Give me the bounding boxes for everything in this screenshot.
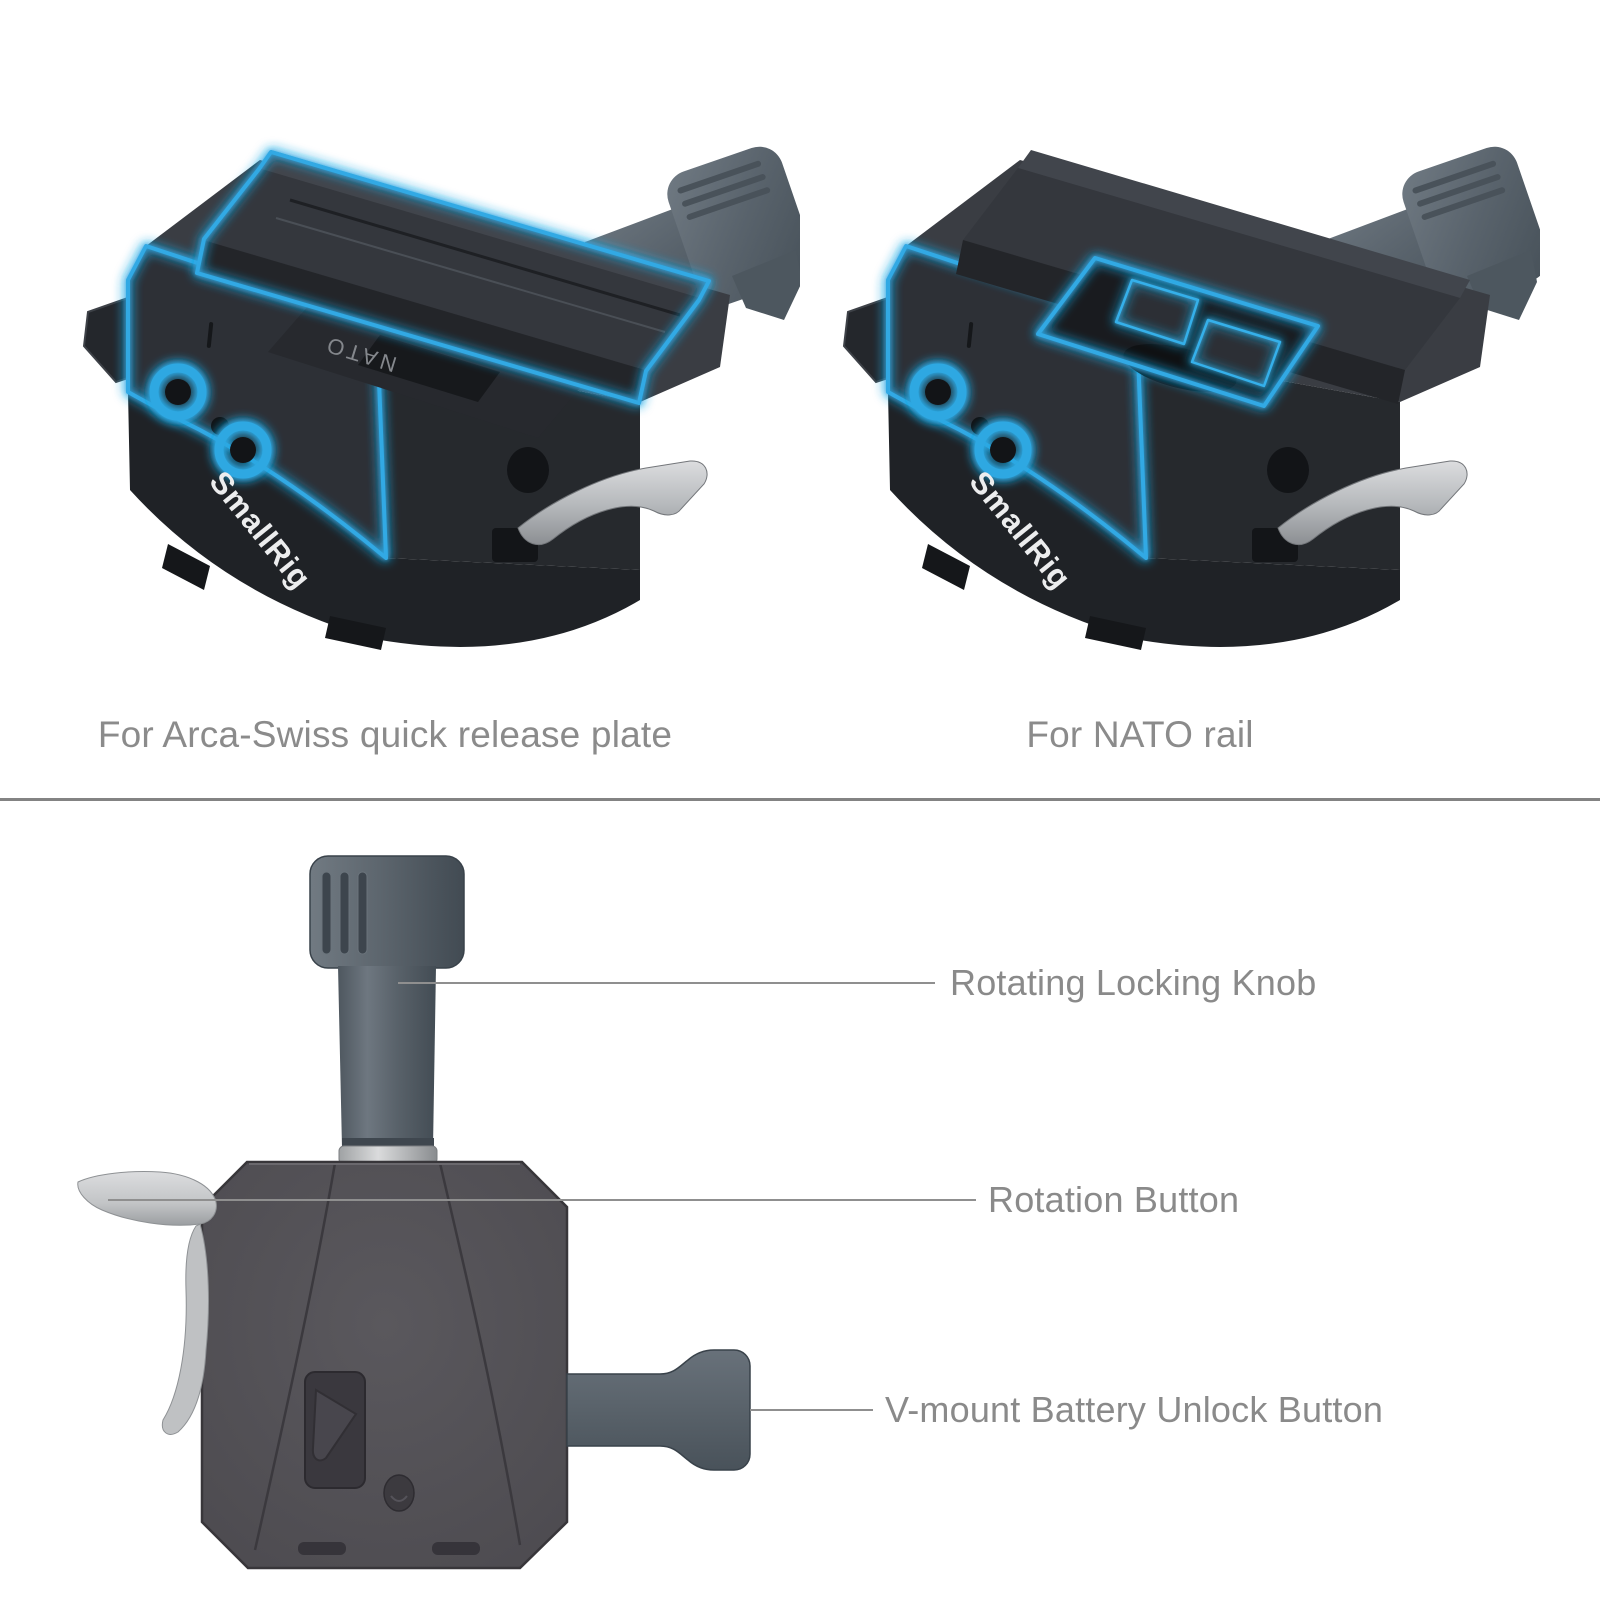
label-rotating-locking-knob: Rotating Locking Knob (950, 962, 1317, 1003)
base-foot (1085, 616, 1146, 650)
base-foot (325, 616, 386, 650)
arca-face-highlight-outline (126, 244, 388, 560)
product-left-illustration: NATO SmallRig (82, 146, 800, 650)
index-mark (966, 322, 974, 348)
product-right-illustration: SmallRig (842, 146, 1540, 650)
section-divider (0, 798, 1600, 801)
side-mount-hole (507, 447, 549, 493)
nato-clamp-highlight (1036, 256, 1320, 408)
caption-arca-swiss: For Arca-Swiss quick release plate (97, 714, 673, 755)
base-screw (432, 1542, 480, 1555)
rotating-locking-knob (309, 855, 465, 1165)
base-foot (162, 544, 210, 590)
caption-nato-rail: For NATO rail (1026, 714, 1254, 755)
front-face-highlight-outline (886, 244, 1148, 560)
thread-holes (149, 363, 272, 479)
rotation-trigger (311, 1388, 358, 1462)
label-rotation-button: Rotation Button (988, 1179, 1240, 1220)
base-foot (922, 544, 970, 590)
side-mount-hole (1267, 447, 1309, 493)
index-mark (206, 322, 214, 348)
mount-body (200, 1160, 569, 1570)
rotation-lever (77, 1171, 217, 1435)
knob-fin (732, 250, 800, 320)
thread-holes (909, 363, 1032, 479)
bottom-screw (383, 1474, 415, 1512)
nato-plate: NATO (268, 298, 585, 438)
v-mount-unlock-button (566, 1349, 751, 1471)
quick-release-lever (1277, 460, 1468, 546)
arca-rail-highlight (195, 150, 711, 405)
base-screw (298, 1542, 346, 1555)
quick-release-lever (517, 460, 708, 546)
label-v-mount-battery-unlock-button: V-mount Battery Unlock Button (885, 1389, 1384, 1430)
product-side-illustration (77, 855, 976, 1570)
knob-shaft (338, 966, 436, 1148)
